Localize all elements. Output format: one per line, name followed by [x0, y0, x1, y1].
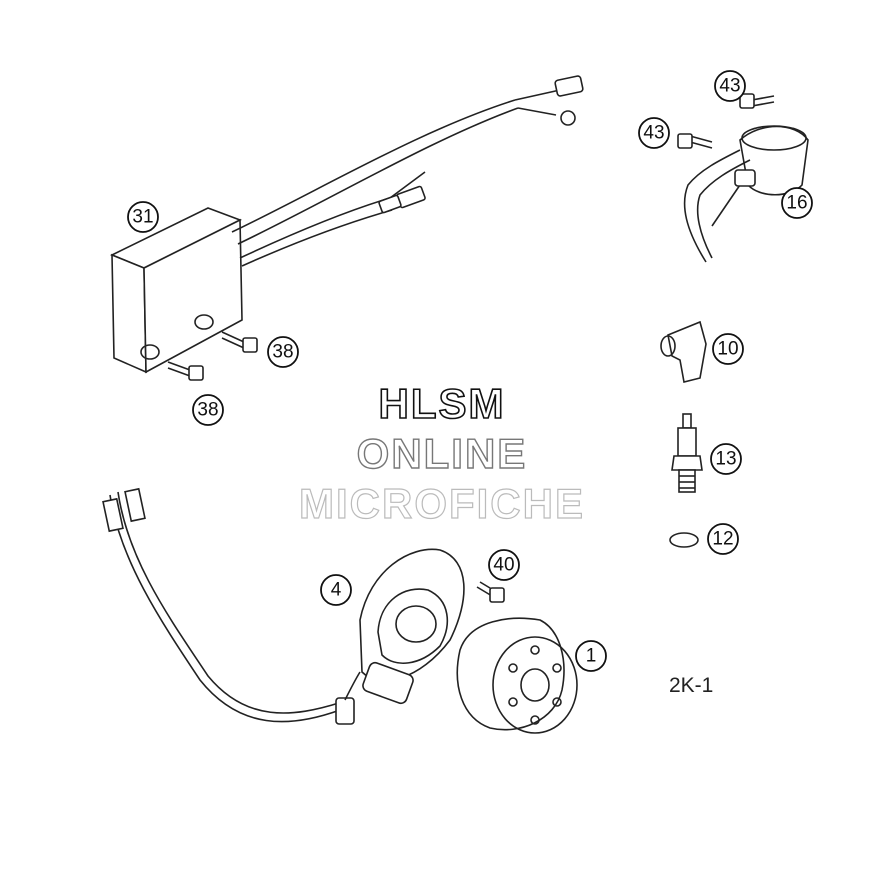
screw-38-lower	[167, 361, 204, 381]
svg-text:38: 38	[272, 342, 293, 363]
spark-plug-cap	[660, 320, 707, 383]
callout-10: 10	[712, 333, 744, 365]
svg-text:12: 12	[712, 529, 733, 550]
stator	[102, 487, 465, 725]
svg-text:38: 38	[197, 400, 218, 421]
callout-12: 12	[707, 523, 739, 555]
svg-text:16: 16	[786, 193, 807, 214]
svg-text:1: 1	[586, 646, 597, 667]
callout-1: 1	[575, 640, 607, 672]
callout-13: 13	[710, 443, 742, 475]
svg-text:43: 43	[643, 123, 664, 144]
sealing-ring	[669, 532, 699, 548]
callout-40: 40	[488, 549, 520, 581]
callout-43-lower: 43	[638, 117, 670, 149]
callout-31: 31	[127, 201, 159, 233]
svg-text:13: 13	[715, 449, 736, 470]
callout-43-upper: 43	[714, 70, 746, 102]
callout-4: 4	[320, 574, 352, 606]
ignition-coil	[683, 125, 809, 263]
spark-plug	[671, 413, 703, 493]
flywheel	[456, 617, 578, 734]
callout-38-lower: 38	[192, 394, 224, 426]
svg-text:43: 43	[719, 76, 740, 97]
screw-43-lower	[677, 133, 713, 149]
screw-40	[476, 581, 505, 603]
svg-text:4: 4	[331, 580, 342, 601]
svg-text:10: 10	[717, 339, 738, 360]
svg-text:31: 31	[132, 207, 153, 228]
watermark-line-3: MICROFICHE	[298, 479, 585, 527]
cdi-unit	[110, 75, 584, 374]
screw-38-upper	[221, 331, 258, 353]
callout-16: 16	[781, 187, 813, 219]
figure-code: 2K-1	[669, 674, 714, 697]
watermark-line-2: ONLINE	[356, 429, 528, 477]
watermark-line-1: HLSM	[378, 379, 506, 428]
svg-text:40: 40	[493, 555, 514, 576]
callout-38-upper: 38	[267, 336, 299, 368]
screw-43-upper	[739, 93, 775, 109]
